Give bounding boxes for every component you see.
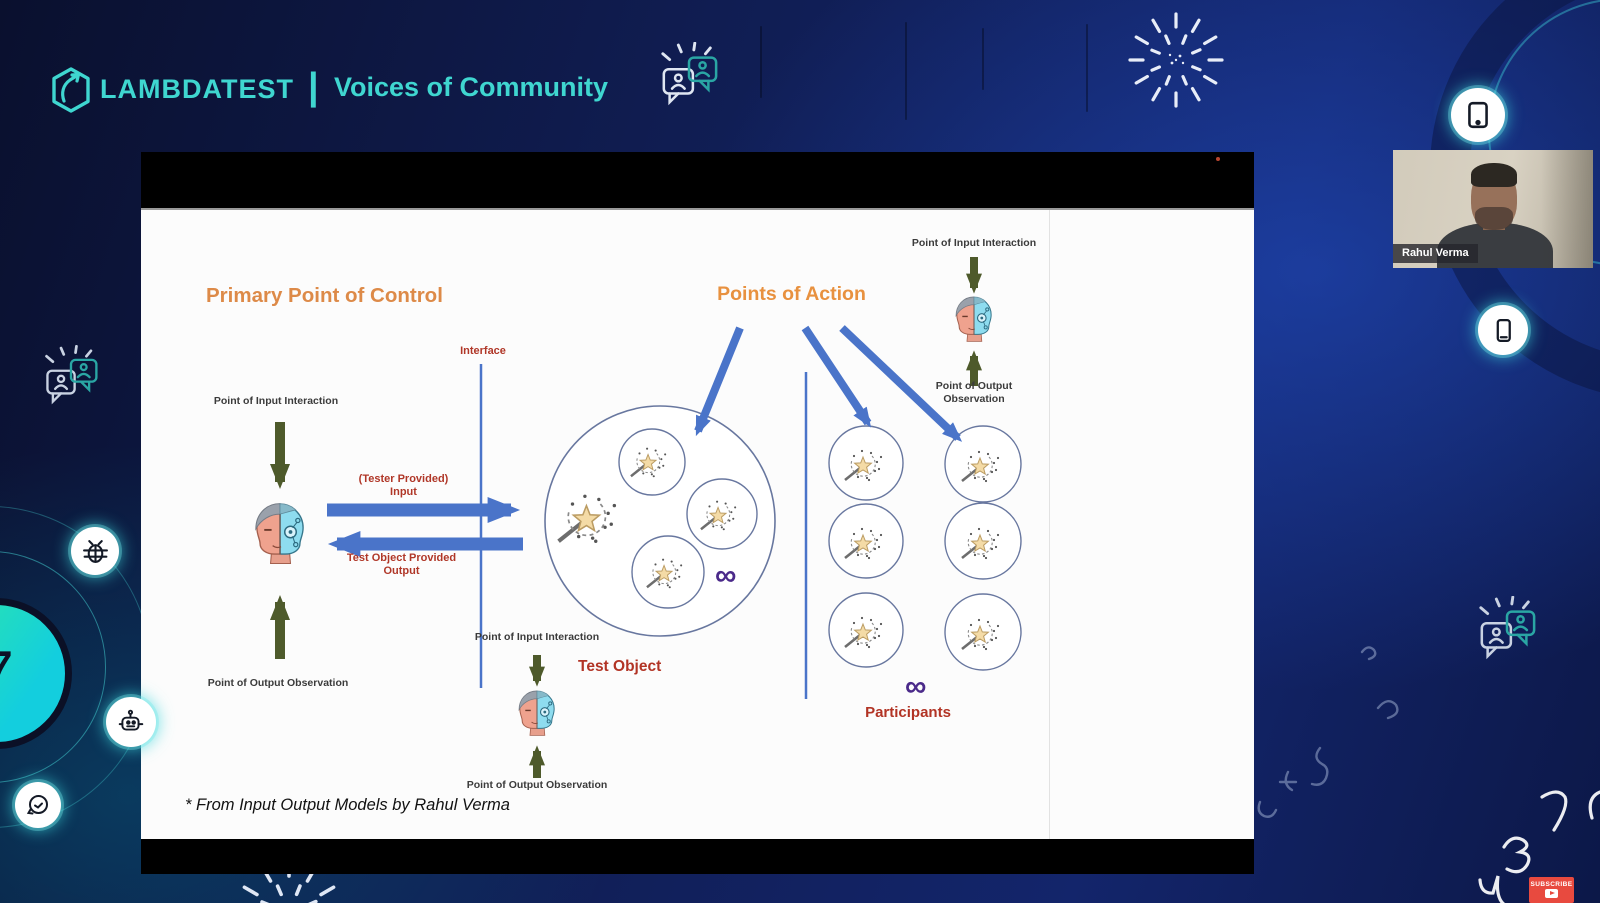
paint-drip (760, 26, 762, 98)
points-of-action-heading: Points of Action (717, 283, 866, 305)
paint-drip (982, 28, 984, 90)
presentation-video: Primary Point of Control Points of Actio… (141, 152, 1254, 874)
tester-input-label: (Tester Provided) Input (358, 473, 449, 498)
countdown-number: 7 (0, 638, 14, 709)
infinity-symbol: ∞ (905, 670, 927, 703)
input-interaction-label: Point of Input Interaction (213, 395, 339, 407)
output-observation-label: Point of Output Observation (207, 677, 349, 689)
speaker-name-tag: Rahul Verma (1393, 244, 1478, 263)
tablet-icon (1468, 101, 1488, 129)
test-object-circle (544, 405, 776, 637)
footnote: * From Input Output Models by Rahul Verm… (185, 796, 510, 814)
tester-cyborg-head-icon (518, 690, 555, 737)
output-observation-label: Point of Output Observation (466, 779, 608, 791)
countdown-circle: 7 (0, 598, 72, 749)
webcam-shadow (1541, 150, 1593, 268)
smartphone-icon (1496, 318, 1511, 342)
action-arrow (694, 326, 744, 437)
lambdatest-logo-icon (52, 67, 90, 113)
primary-point-heading: Primary Point of Control (206, 284, 443, 307)
firework-icon (1126, 10, 1226, 110)
slide-boundary (1049, 210, 1050, 839)
infinity-symbol: ∞ (715, 559, 737, 592)
subscribe-button[interactable]: SUBSCRIBE (1529, 877, 1574, 903)
header-divider: | (308, 66, 319, 108)
input-interaction-label: Point of Input Interaction (911, 237, 1037, 249)
record-dot (1216, 157, 1220, 161)
action-arrow (839, 325, 963, 442)
tester-cyborg-head-icon (254, 502, 305, 565)
action-arrow (801, 325, 872, 428)
bug-badge (71, 527, 119, 575)
brand-name: LAMBDATEST (100, 74, 294, 104)
tester-cyborg-head-icon (955, 296, 992, 343)
io-model-diagram (254, 257, 1022, 778)
object-output-label: Test Object Provided Output (346, 552, 457, 577)
chat-bubbles-icon (42, 345, 100, 411)
show-title: Voices of Community (334, 72, 609, 102)
phone-badge (1478, 305, 1528, 355)
tablet-badge (1451, 88, 1505, 142)
participants-label: Participants (865, 704, 951, 721)
input-interaction-label: Point of Input Interaction (474, 631, 600, 643)
paint-drip (905, 22, 907, 120)
output-observation-label: Point of Output Observation (935, 380, 1013, 405)
robot-badge (106, 697, 156, 747)
paint-drip (1086, 24, 1088, 112)
speaker-video-tile[interactable]: Rahul Verma (1393, 150, 1593, 268)
chat-bubbles-icon (658, 42, 720, 112)
speaker-hair (1471, 162, 1517, 187)
subscribe-label: SUBSCRIBE (1530, 881, 1573, 888)
handwritten-squiggles (1257, 646, 1600, 903)
speaker-beard (1475, 206, 1513, 231)
bug-icon (82, 539, 108, 563)
robot-icon (118, 709, 144, 731)
history-clock-icon (26, 795, 48, 815)
test-object-label: Test Object (578, 658, 662, 675)
clock-badge (15, 782, 61, 828)
slide: Primary Point of Control Points of Actio… (141, 208, 1254, 839)
interface-label: Interface (460, 345, 506, 357)
youtube-play-icon (1545, 889, 1558, 898)
